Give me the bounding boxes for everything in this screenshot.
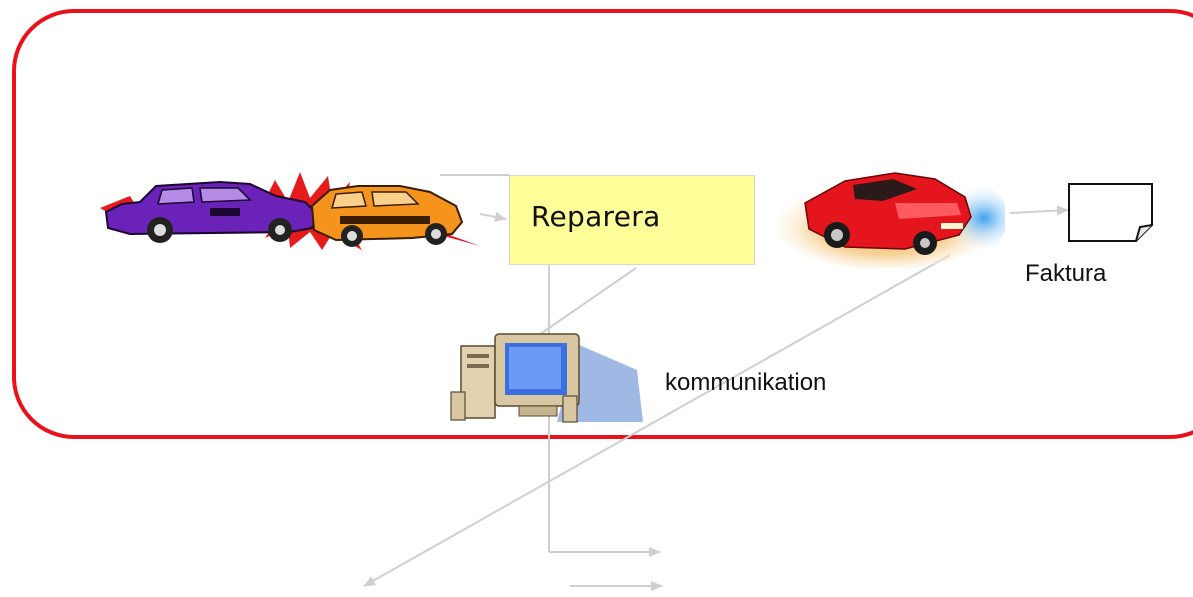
process-box	[509, 175, 755, 265]
input-arrow	[479, 212, 507, 222]
diagonal-arrow	[363, 254, 951, 587]
process-boundary	[12, 9, 1193, 439]
output-label: Faktura	[1025, 260, 1107, 287]
output-arrow	[1009, 205, 1069, 216]
process-label: Reparera	[531, 200, 661, 233]
crashed-cars-icon	[100, 172, 480, 250]
document-icon	[1068, 183, 1153, 242]
computer-icon	[450, 333, 643, 423]
mechanism-label: kommunikation	[665, 369, 827, 396]
repaired-car-icon	[775, 172, 1005, 268]
